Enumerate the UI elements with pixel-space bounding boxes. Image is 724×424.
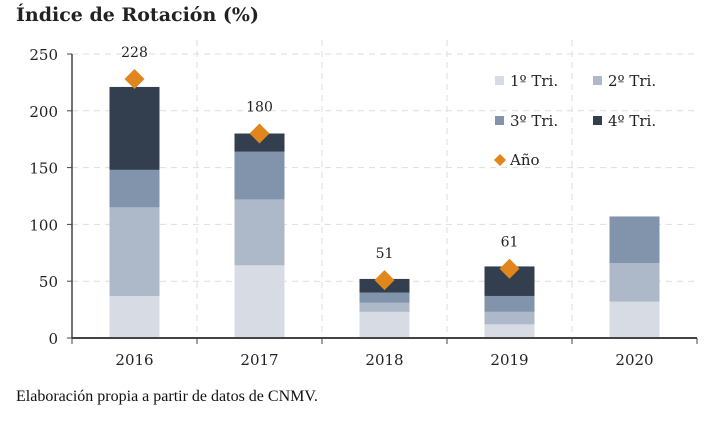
bar-segment xyxy=(109,295,160,338)
bar-segment xyxy=(359,302,410,312)
y-tick-label: 250 xyxy=(29,46,58,64)
data-label: 61 xyxy=(501,235,519,251)
x-tick-label: 2020 xyxy=(615,351,653,369)
legend-swatch xyxy=(495,116,504,125)
annual-marker xyxy=(249,123,270,144)
bar-segment xyxy=(484,295,535,312)
bar-segment xyxy=(234,199,285,266)
annual-marker xyxy=(499,258,520,279)
chart-title: Índice de Rotación (%) xyxy=(16,4,259,26)
bar-segment xyxy=(234,151,285,200)
data-label: 51 xyxy=(376,246,394,262)
legend-label: 3º Tri. xyxy=(510,112,558,130)
legend-swatch xyxy=(593,116,602,125)
legend-label: 2º Tri. xyxy=(608,72,656,90)
y-tick-label: 0 xyxy=(48,330,58,348)
x-tick-label: 2017 xyxy=(240,351,278,369)
x-tick-label: 2019 xyxy=(490,351,528,369)
legend-label: 4º Tri. xyxy=(608,112,656,130)
bar-segment xyxy=(609,216,660,264)
bar-segment xyxy=(109,86,160,170)
annual-marker xyxy=(124,68,145,89)
data-label: 228 xyxy=(121,45,148,61)
bar-segment xyxy=(484,311,535,325)
y-tick-label: 50 xyxy=(39,273,58,291)
legend-label: 1º Tri. xyxy=(510,72,558,90)
legend-swatch xyxy=(593,76,602,85)
y-tick-label: 200 xyxy=(29,103,58,121)
bar-segment xyxy=(609,301,660,338)
y-tick-label: 100 xyxy=(29,216,58,234)
annual-marker xyxy=(374,270,395,291)
bar-segment xyxy=(359,311,410,338)
data-label: 180 xyxy=(246,100,273,116)
source-note: Elaboración propia a partir de datos de … xyxy=(16,388,318,405)
bar-segment xyxy=(484,324,535,338)
legend-swatch xyxy=(494,154,506,166)
bar-segment xyxy=(109,207,160,296)
x-tick-label: 2016 xyxy=(115,351,153,369)
bar-segment xyxy=(359,292,410,303)
x-tick-label: 2018 xyxy=(365,351,403,369)
legend-swatch xyxy=(495,76,504,85)
bar-segment xyxy=(109,169,160,208)
bar-segment xyxy=(609,263,660,302)
y-tick-label: 150 xyxy=(29,160,58,178)
bar-segment xyxy=(234,265,285,338)
legend-label: Año xyxy=(509,151,540,169)
